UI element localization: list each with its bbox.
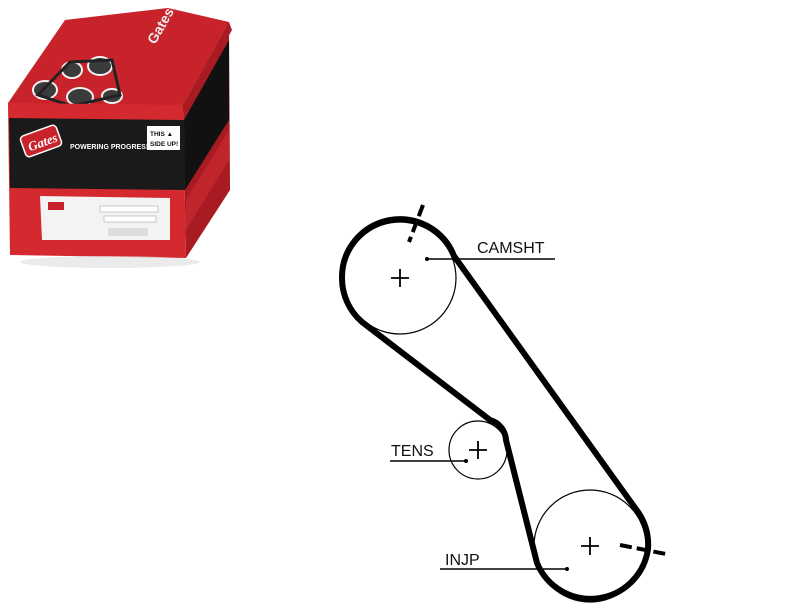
this-side-up-label: THIS ▲ SIDE UP! (147, 126, 180, 150)
injection-pump-label: INJP (445, 552, 480, 569)
box-top-face (8, 8, 229, 112)
camshaft-label: CAMSHT (477, 240, 545, 257)
timing-belt (338, 216, 652, 602)
pump-center-cross (581, 537, 599, 555)
camshaft-center-cross (391, 269, 409, 287)
pump-timing-mark (619, 543, 667, 556)
product-label-sticker (40, 196, 170, 240)
tensioner-center-cross (469, 441, 487, 459)
product-box-image: Gates Gates POWERING PROGRESS™ THIS ▲ SI… (8, 5, 232, 268)
tensioner-label: TENS (391, 443, 434, 460)
svg-text:THIS ▲: THIS ▲ (150, 131, 173, 138)
slogan-text: POWERING PROGRESS™ (70, 144, 158, 151)
svg-text:SIDE UP!: SIDE UP! (150, 141, 178, 148)
camshaft-timing-mark (407, 204, 425, 243)
